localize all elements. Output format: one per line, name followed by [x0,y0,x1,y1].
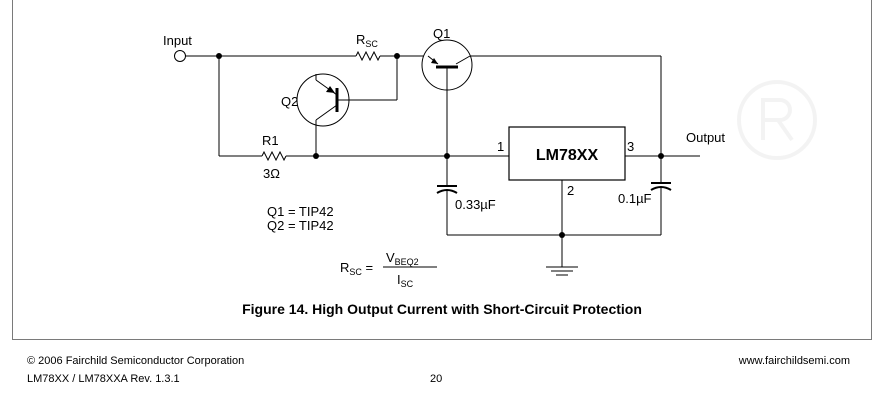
svg-text:ISC: ISC [397,272,414,289]
r1-value-label: 3Ω [263,166,280,181]
q2-transistor-icon [296,73,350,127]
footer-copyright: © 2006 Fairchild Semiconductor Corporati… [27,355,245,367]
q1-part-label: Q1 = TIP42 [267,204,334,219]
lm78xx-box [508,126,626,181]
figure-caption: Figure 14. High Output Current with Shor… [242,301,642,317]
c1-capacitor-icon [436,185,458,194]
footer-page-number: 20 [430,373,443,385]
ground-icon [546,266,578,276]
registered-trademark-icon [737,80,817,160]
c2-label: 0.1µF [618,191,652,206]
footer-website-link[interactable]: www.fairchildsemi.com [738,355,850,367]
figure-frame [12,0,872,340]
q2-label: Q2 [281,94,298,109]
input-terminal-icon [174,50,186,62]
output-label: Output [686,130,725,145]
rsc-label: RSC [356,32,378,49]
footer-doc-revision: LM78XX / LM78XXA Rev. 1.3.1 [27,373,180,385]
rsc-equation: RSC = VBEQ2 ISC [340,250,437,289]
q2-part-label: Q2 = TIP42 [267,218,334,233]
input-label: Input [163,33,192,48]
pin1-label: 1 [497,139,504,154]
junction-dots [216,53,664,238]
r1-label: R1 [262,133,279,148]
c2-capacitor-icon [650,182,672,191]
c1-label: 0.33µF [455,197,496,212]
r1-resistor-icon [261,150,287,162]
pin3-label: 3 [627,139,634,154]
rsc-resistor-icon [355,50,381,62]
circuit-diagram: LM78XX Input Output RSC Q1 Q2 R1 3Ω 1 2 … [163,26,817,289]
svg-text:RSC =: RSC = [340,260,373,277]
svg-text:VBEQ2: VBEQ2 [386,250,419,267]
pin2-label: 2 [567,183,574,198]
lm78xx-label: LM78XX [536,147,599,164]
q1-transistor-icon [421,39,473,91]
q1-label: Q1 [433,26,450,41]
